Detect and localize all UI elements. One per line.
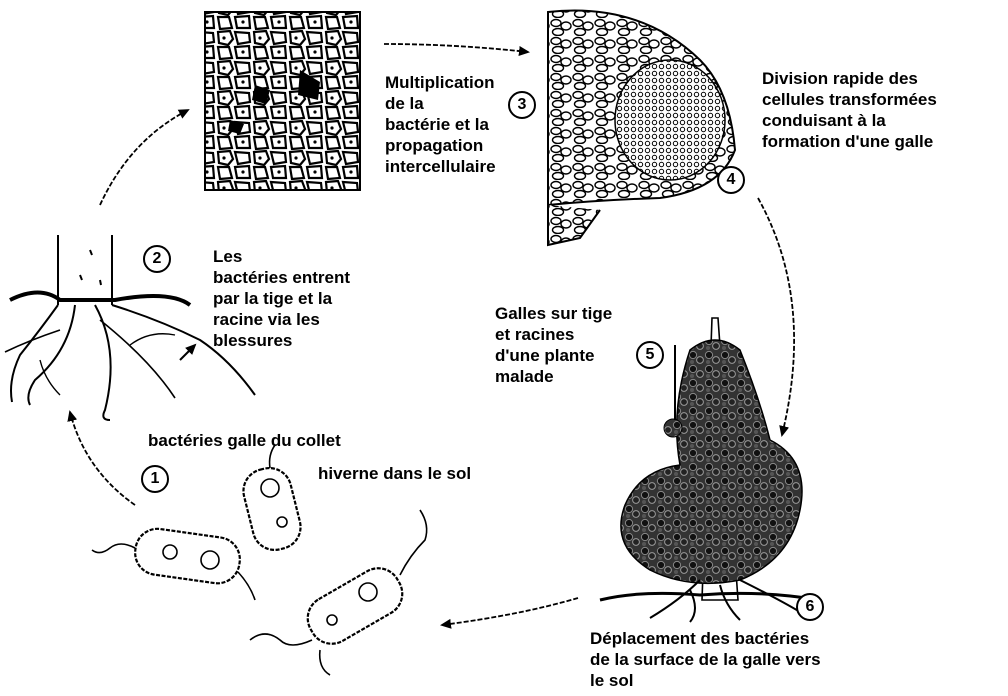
step-1-label: bactéries galle du collet bbox=[148, 430, 341, 451]
step-number-6: 6 bbox=[796, 593, 824, 621]
step-2-label: Les bactéries entrent par la tige et la … bbox=[213, 246, 350, 351]
diseased-plant-drawing bbox=[600, 318, 820, 622]
arrow-1-to-2 bbox=[70, 412, 135, 505]
bacterium-3 bbox=[250, 510, 427, 675]
bacterium-2 bbox=[239, 445, 305, 555]
gall-cross-section-drawing bbox=[548, 11, 735, 245]
step-number-1: 1 bbox=[141, 465, 169, 493]
step-number-4: 4 bbox=[717, 166, 745, 194]
step-3-label: Multiplication de la bactérie et la prop… bbox=[385, 72, 496, 177]
step-5-label: Galles sur tige et racines d'une plante … bbox=[495, 303, 612, 387]
step-1-extra-label: hiverne dans le sol bbox=[318, 463, 471, 484]
step-number-2: 2 bbox=[143, 245, 171, 273]
arrow-6-to-1 bbox=[442, 598, 578, 625]
bacterium-1 bbox=[92, 526, 255, 600]
arrow-2-to-3 bbox=[100, 110, 188, 205]
step-number-3: 3 bbox=[508, 91, 536, 119]
step-6-label: Déplacement des bactéries de la surface … bbox=[590, 628, 821, 691]
step-number-5: 5 bbox=[636, 341, 664, 369]
infected-tissue-drawing bbox=[205, 12, 360, 190]
step-4-label: Division rapide des cellules transformée… bbox=[762, 68, 937, 152]
arrow-3-to-4 bbox=[384, 44, 528, 52]
arrow-4-to-5 bbox=[758, 198, 794, 435]
